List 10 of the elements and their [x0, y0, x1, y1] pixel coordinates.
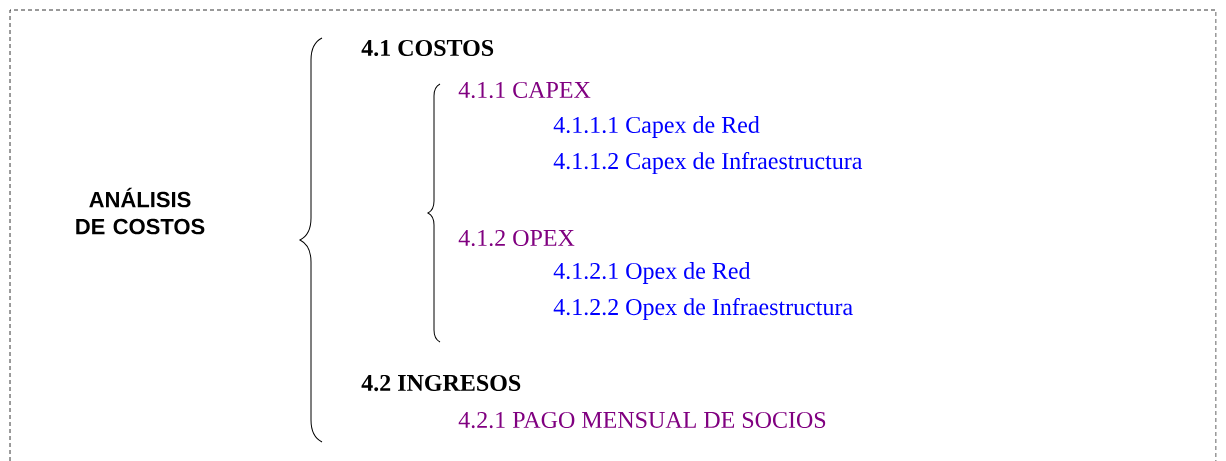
section-heading: 4.1 COSTOS — [361, 39, 494, 57]
subsection-item: 4.1.2 OPEX — [458, 229, 575, 247]
list-item: 4.1.1.2 Capex de Infraestructura — [553, 152, 863, 174]
section-heading: 4.2 INGRESOS — [361, 374, 521, 392]
heading-text: ANÁLISIS DE COSTOS — [76, 187, 205, 235]
list-item: 4.1.2.2 Opex de Infraestructura — [553, 298, 853, 320]
subsection-item: 4.1.1 CAPEX — [458, 81, 591, 99]
subsection-item: 4.2.1 PAGO MENSUAL DE SOCIOS — [458, 411, 826, 429]
list-item: 4.1.2.1 Opex de Red — [553, 262, 751, 284]
list-item: 4.1.1.1 Capex de Red — [553, 116, 760, 138]
